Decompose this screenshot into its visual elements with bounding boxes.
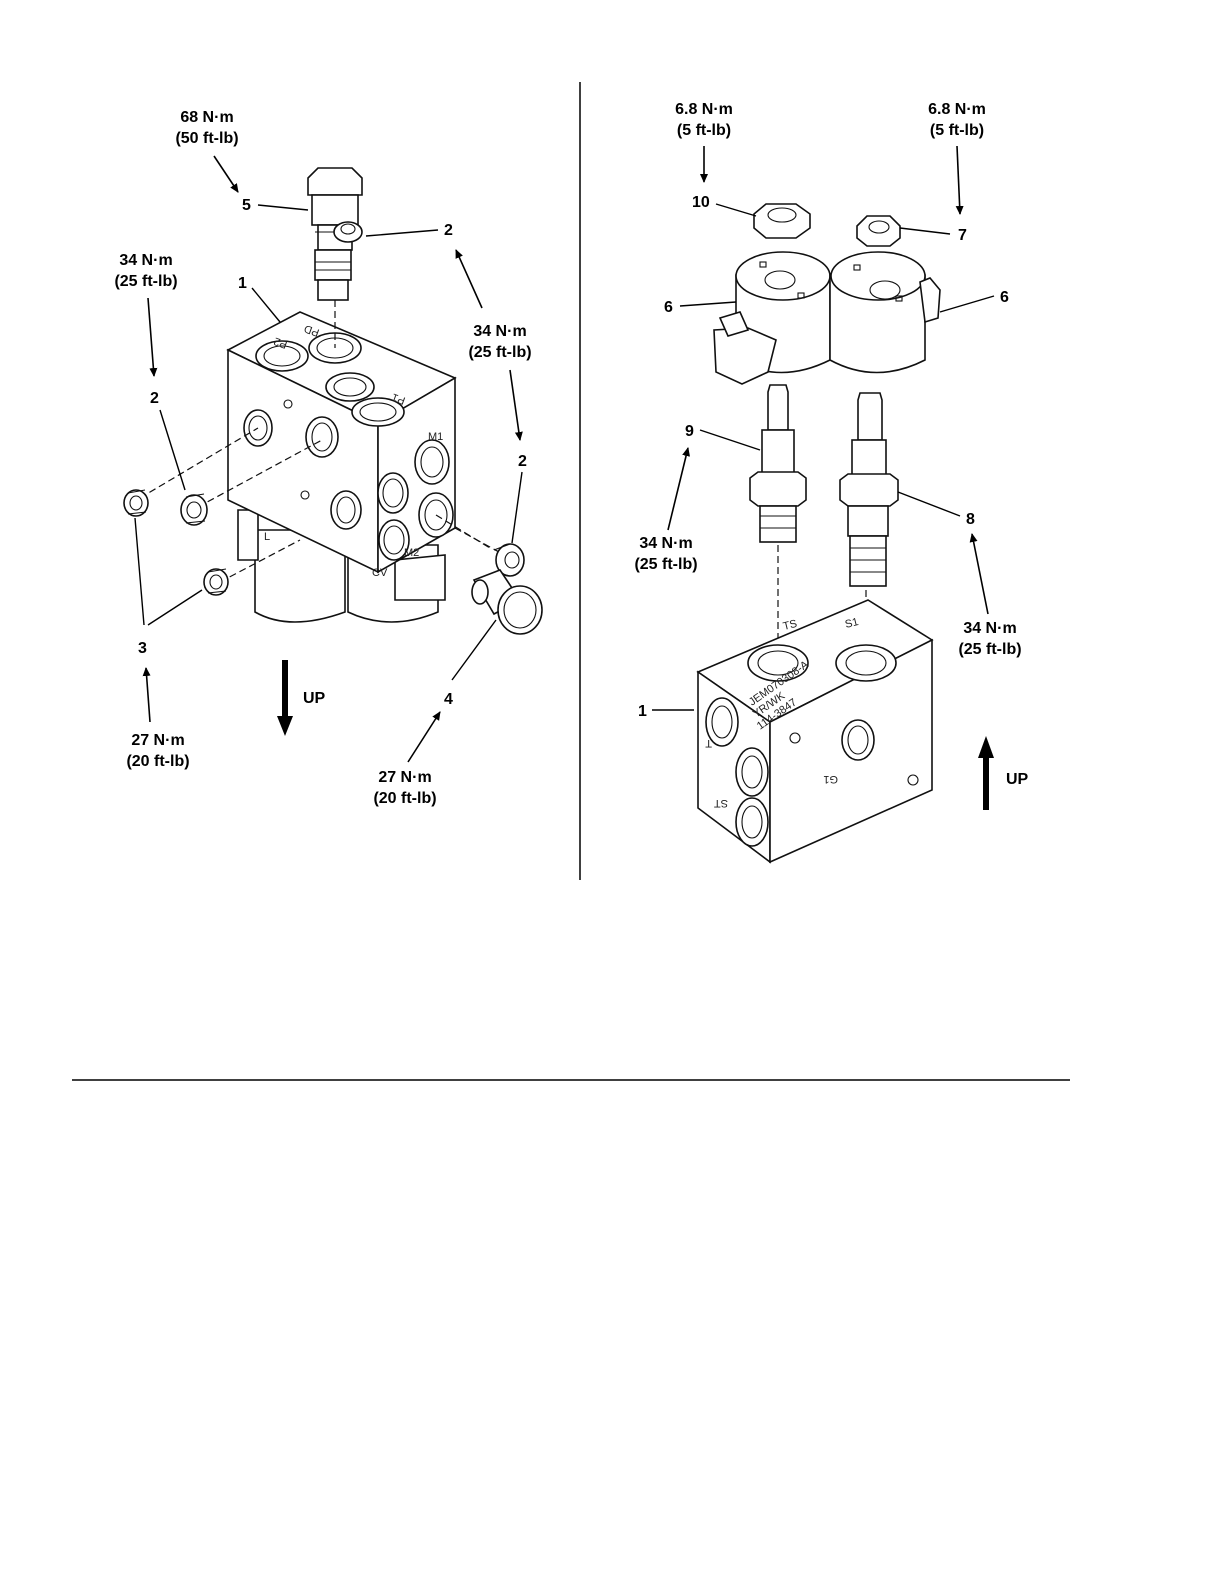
- callout-2-left: 2: [150, 390, 159, 407]
- up-label-right: UP: [1006, 771, 1029, 788]
- port-label-st: ST: [714, 797, 728, 809]
- torque-label-4-imperial: (20 ft-lb): [373, 790, 436, 807]
- torque-label-5: 68 N·m: [180, 109, 233, 126]
- check-valve-4: [472, 570, 542, 634]
- cartridge-valve-8: [840, 393, 898, 586]
- coil-connector-right: [395, 555, 445, 600]
- plug-3-upper: [124, 490, 148, 516]
- callout-4: 4: [444, 691, 453, 708]
- callout-6-left: 6: [664, 299, 673, 316]
- callout-1-right: 1: [638, 703, 647, 720]
- up-label-left: UP: [303, 690, 326, 707]
- torque-label-8: 34 N·m: [963, 620, 1016, 637]
- relief-valve-body: [312, 195, 358, 225]
- torque-label-4: 27 N·m: [378, 769, 431, 786]
- callout-10: 10: [692, 194, 710, 211]
- port-label-g1: G1: [823, 773, 838, 785]
- port-label-m2: M2: [404, 547, 419, 559]
- torque-label-2-left-imperial: (25 ft-lb): [114, 273, 177, 290]
- port-label-l: L: [264, 531, 270, 543]
- solenoid-coil-left: [714, 252, 830, 384]
- coil-connector: [238, 510, 258, 560]
- torque-label-5-imperial: (50 ft-lb): [175, 130, 238, 147]
- torque-label-10: 6.8 N·m: [675, 101, 733, 118]
- torque-label-2-left: 34 N·m: [119, 252, 172, 269]
- torque-label-8-imperial: (25 ft-lb): [958, 641, 1021, 658]
- solenoid-coil-right: [830, 252, 940, 373]
- callout-2-right: 2: [518, 453, 527, 470]
- arrow-up-icon: [978, 736, 994, 810]
- callout-6-right: 6: [1000, 289, 1009, 306]
- torque-label-9-imperial: (25 ft-lb): [634, 556, 697, 573]
- port-label-t: T: [705, 737, 712, 749]
- port-label-m1: M1: [428, 431, 443, 443]
- relief-valve-hex: [308, 168, 362, 195]
- callout-7: 7: [958, 227, 967, 244]
- torque-label-7: 6.8 N·m: [928, 101, 986, 118]
- callout-3: 3: [138, 640, 147, 657]
- nut-10: [754, 204, 810, 238]
- callout-8: 8: [966, 511, 975, 528]
- nut-7: [857, 216, 900, 246]
- plug-top: [334, 222, 362, 242]
- callout-9: 9: [685, 423, 694, 440]
- callout-5: 5: [242, 197, 251, 214]
- torque-label-9: 34 N·m: [639, 535, 692, 552]
- torque-label-7-imperial: (5 ft-lb): [930, 122, 984, 139]
- torque-label-10-imperial: (5 ft-lb): [677, 122, 731, 139]
- torque-label-2-right: 34 N·m: [473, 323, 526, 340]
- arrow-down-icon: [277, 660, 293, 736]
- right-assembly: TS S1 G1 T ST JEM070308-A YR/WK 114-3847…: [634, 101, 1028, 862]
- torque-label-3-imperial: (20 ft-lb): [126, 753, 189, 770]
- left-assembly: P2 PD P1 M1 M2 CV L: [114, 109, 542, 807]
- port-label-cv: CV: [372, 567, 388, 579]
- plug-2-left: [181, 494, 207, 525]
- torque-label-2-right-imperial: (25 ft-lb): [468, 344, 531, 361]
- cartridge-valve-9: [750, 385, 806, 542]
- callout-1: 1: [238, 275, 247, 292]
- torque-label-3: 27 N·m: [131, 732, 184, 749]
- plug-3-lower: [204, 569, 228, 595]
- callout-2-top: 2: [444, 222, 453, 239]
